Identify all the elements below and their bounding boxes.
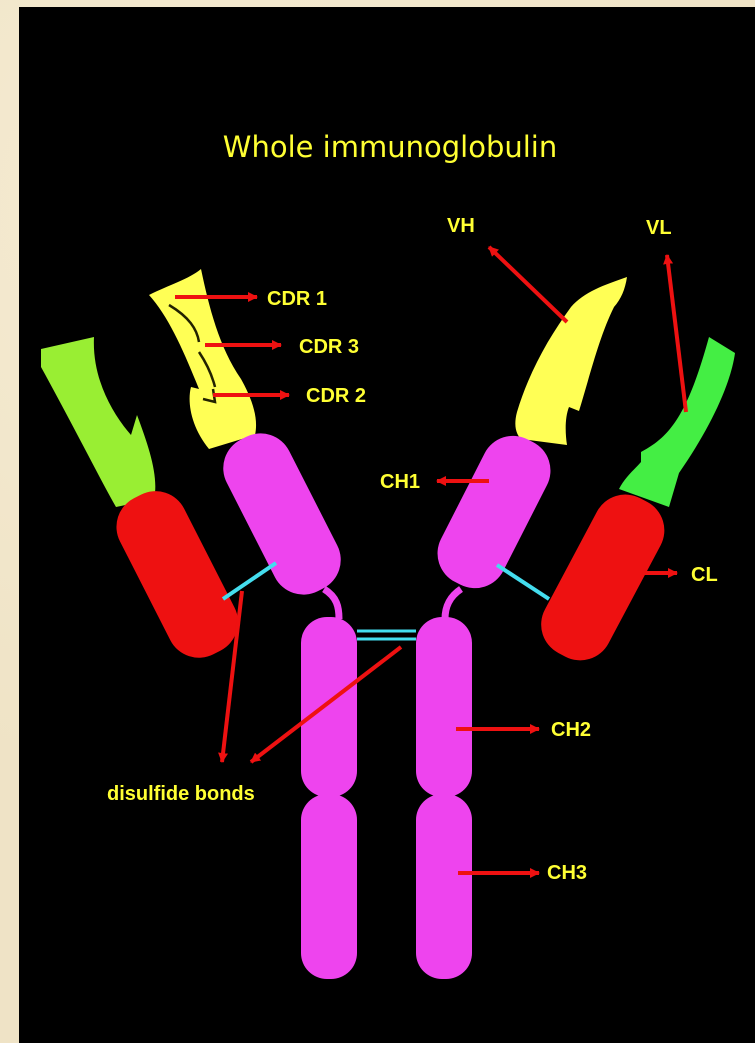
- left-ch1-domain: [212, 422, 352, 605]
- cl-label: CL: [691, 564, 718, 586]
- cdr1-label: CDR 1: [267, 288, 327, 310]
- right-interchain-disulfide: [497, 565, 549, 599]
- fc-region: [301, 617, 472, 979]
- right-vh-domain: [515, 277, 627, 445]
- diagram-panel: Whole immunoglobulin: [19, 7, 755, 1043]
- antibody-diagram: Whole immunoglobulin: [19, 7, 755, 1043]
- left-cl-domain: [105, 480, 249, 669]
- left-arm: [41, 269, 352, 669]
- right-cl-domain: [530, 483, 676, 671]
- right-ch1-domain: [426, 425, 561, 599]
- cdr3-label: CDR 3: [299, 336, 359, 358]
- right-arm: [426, 277, 735, 672]
- disulfide-bonds-label: disulfide bonds: [107, 783, 255, 805]
- right-vl-domain: [619, 337, 735, 507]
- left-interchain-disulfide: [223, 563, 276, 599]
- cdr2-label: CDR 2: [306, 385, 366, 407]
- left-ch2-domain: [301, 617, 357, 797]
- left-ch3-domain: [301, 794, 357, 979]
- ch1-label: CH1: [380, 471, 420, 493]
- right-hinge: [445, 589, 461, 619]
- left-hinge: [324, 589, 339, 619]
- diagram-title: Whole immunoglobulin: [223, 130, 557, 164]
- vh-label: VH: [447, 215, 475, 237]
- ch2-label: CH2: [551, 719, 591, 741]
- right-ch3-domain: [416, 794, 472, 979]
- left-vl-domain: [41, 337, 155, 507]
- vh-arrow: [489, 247, 567, 322]
- right-ch2-domain: [416, 617, 472, 797]
- ch3-label: CH3: [547, 862, 587, 884]
- vl-label: VL: [646, 217, 672, 239]
- vl-arrow: [667, 255, 686, 412]
